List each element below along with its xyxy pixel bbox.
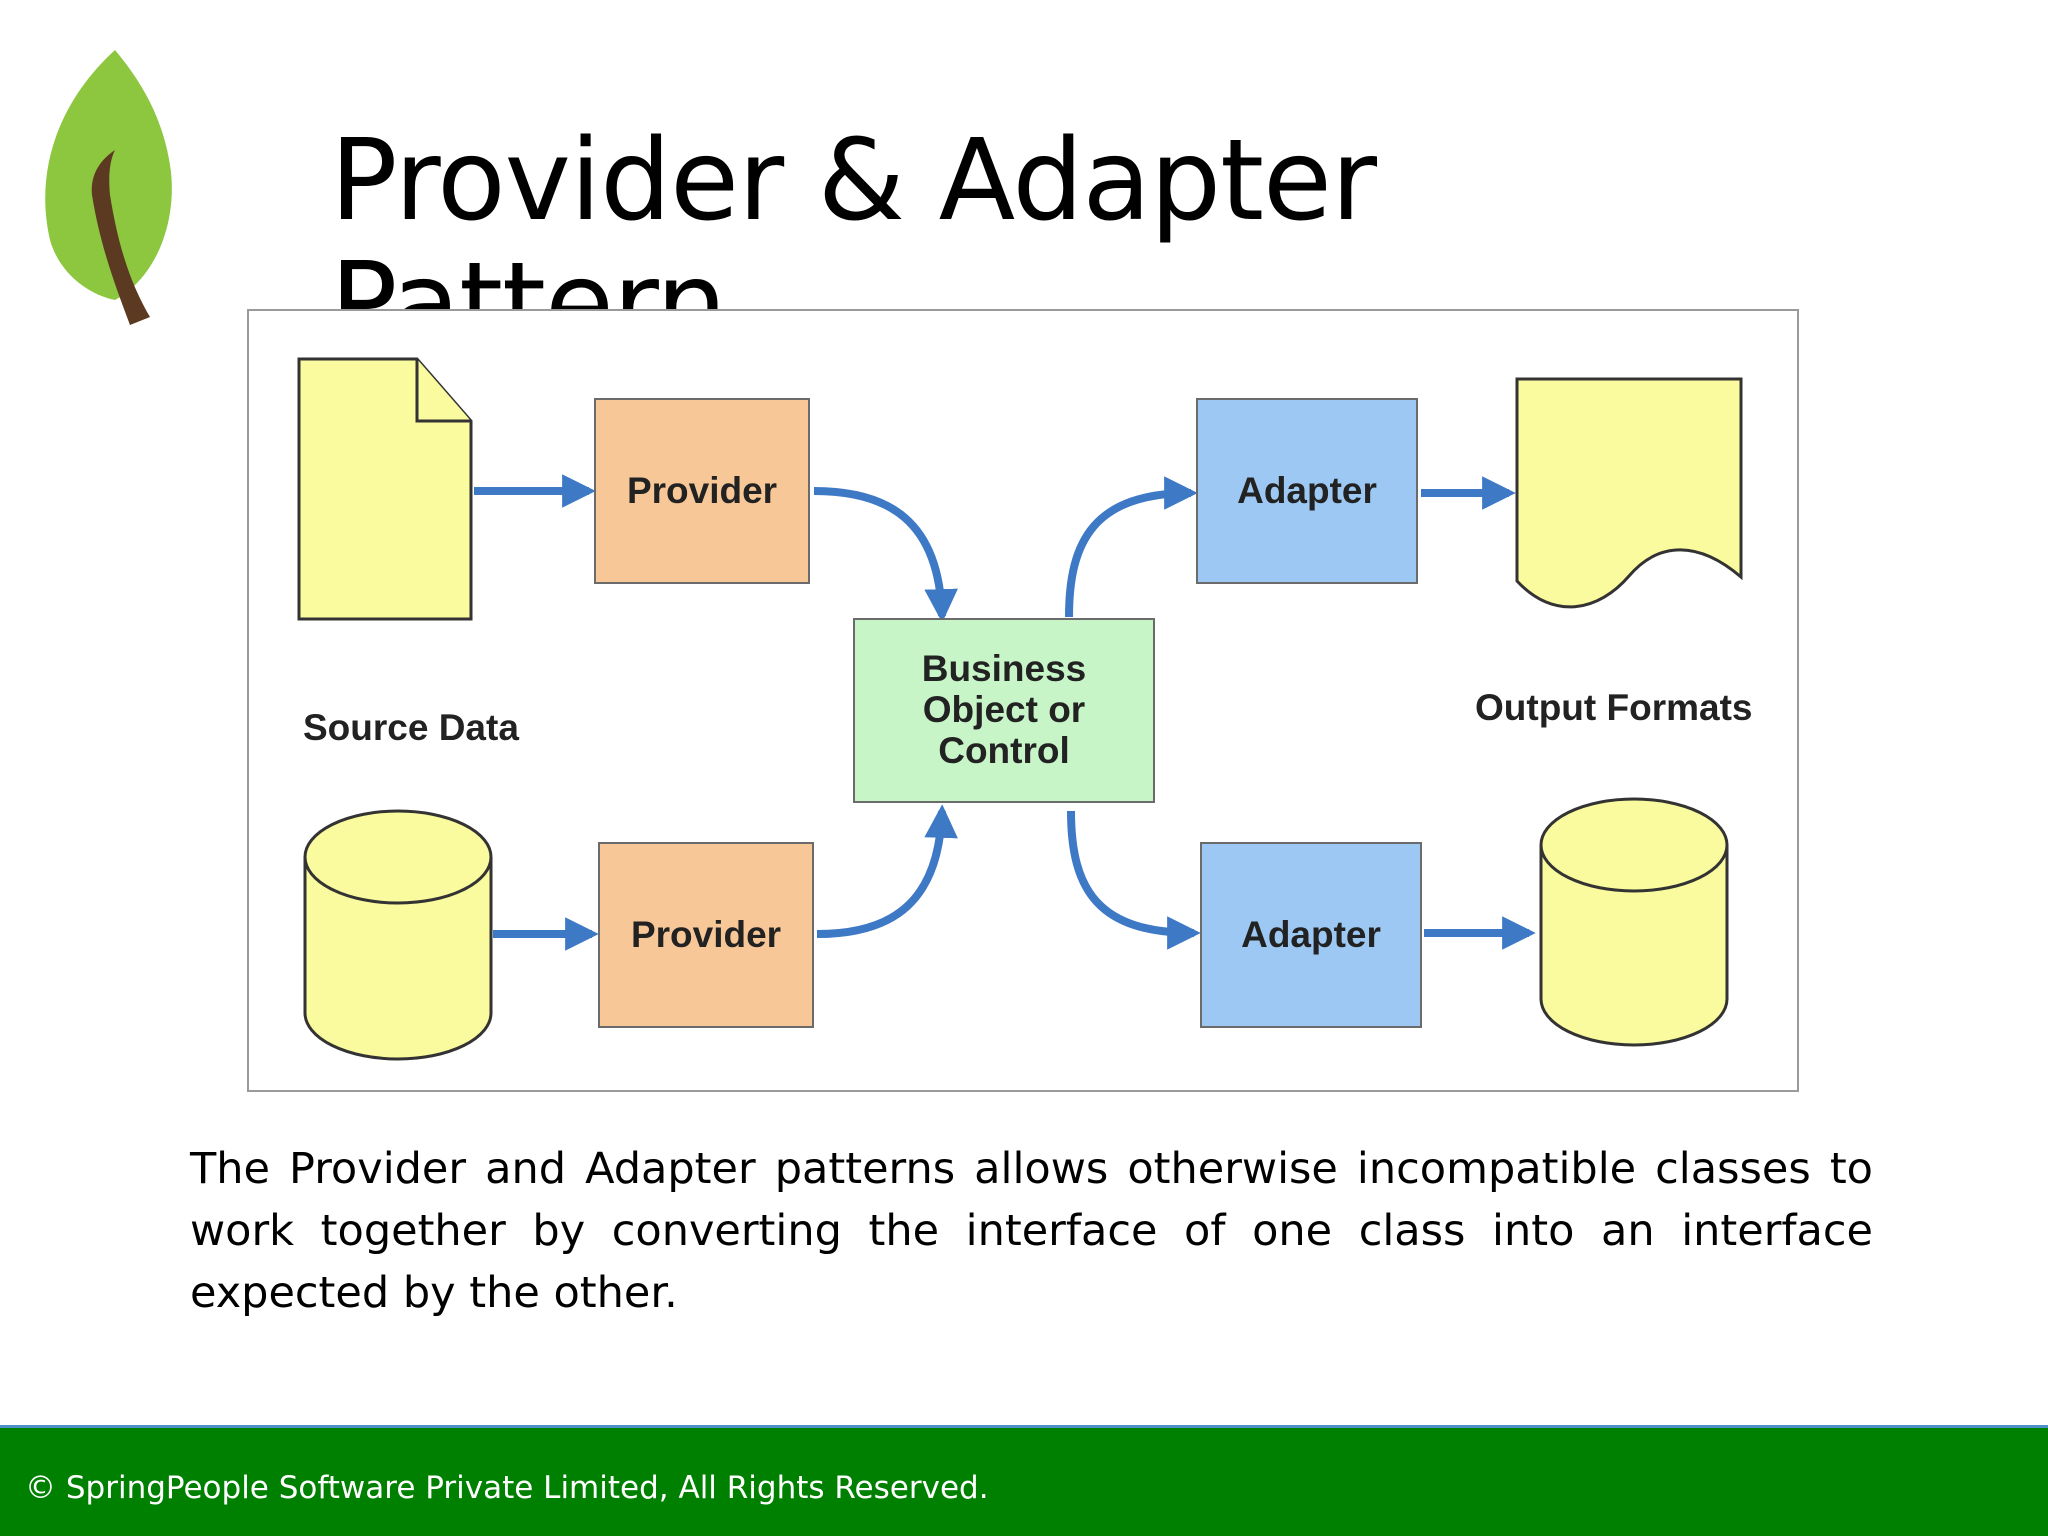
source-database-icon xyxy=(303,809,493,1061)
source-data-label: Source Data xyxy=(303,707,519,748)
flow-arrows xyxy=(474,474,1536,951)
leaf-logo-icon xyxy=(45,50,172,325)
output-database-icon xyxy=(1539,797,1729,1047)
source-document-icon xyxy=(297,357,473,621)
adapter-box-top: Adapter xyxy=(1196,398,1418,584)
copyright-text: © SpringPeople Software Private Limited,… xyxy=(25,1470,989,1506)
provider-box-top: Provider xyxy=(594,398,810,584)
slide-title: Provider & Adapter Pattern xyxy=(330,116,1377,370)
provider-adapter-diagram: Provider Provider Business Object or Con… xyxy=(247,309,1799,1092)
adapter-box-bottom: Adapter xyxy=(1200,842,1422,1028)
output-document-icon xyxy=(1515,377,1743,609)
footer-bar: © SpringPeople Software Private Limited,… xyxy=(0,1425,2048,1536)
business-object-box: Business Object or Control xyxy=(853,618,1155,803)
slide-description: The Provider and Adapter patterns allows… xyxy=(190,1144,1873,1318)
provider-box-bottom: Provider xyxy=(598,842,814,1028)
output-formats-label: Output Formats xyxy=(1475,687,1753,728)
diagram-graphics xyxy=(297,357,1743,1061)
